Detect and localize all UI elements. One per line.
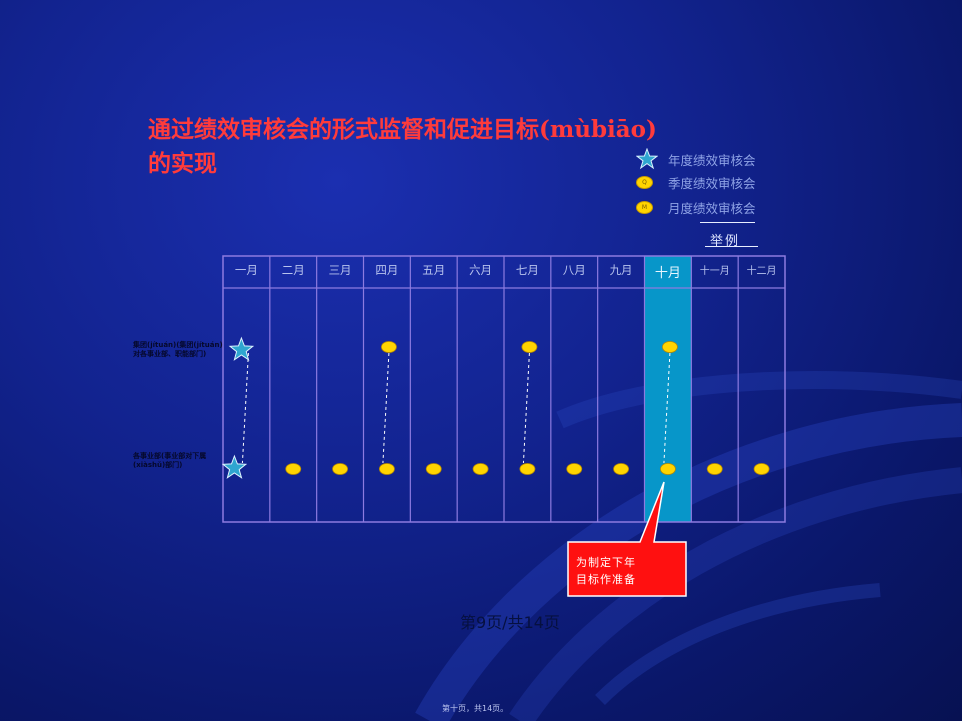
month-label: 八月 (562, 263, 586, 277)
legend-annual-label: 年度绩效审核会 (668, 152, 756, 168)
legend-quarterly-label: 季度绩效审核会 (668, 175, 756, 191)
month-label: 三月 (328, 263, 352, 277)
star-icon (636, 148, 658, 170)
quarterly-review-marker (379, 463, 395, 475)
callout-line-2: 目标作准备 (576, 573, 636, 586)
monthly-review-marker (332, 463, 348, 475)
callout-box (567, 481, 687, 597)
month-label: 十月 (654, 266, 681, 281)
legend-caption: 举例 (710, 234, 741, 249)
month-label: 二月 (281, 263, 305, 277)
legend-monthly-label: 月度绩效审核会 (668, 200, 756, 216)
title-line-1: 通过绩效审核会的形式监督和促进目标(mùbiāo) (148, 116, 657, 143)
connector-line (663, 352, 671, 464)
callout-text: 为制定下年 目标作准备 (576, 554, 666, 588)
month-label: 十一月 (699, 266, 730, 277)
monthly-review-marker (285, 463, 302, 475)
connector-line (241, 352, 249, 464)
title-line-2: 的实现 (148, 150, 217, 177)
month-label: 四月 (375, 263, 399, 277)
quarterly-review-marker (660, 463, 676, 475)
quarterly-marker-icon: Q (636, 175, 653, 189)
month-label: 九月 (609, 263, 633, 277)
legend-quarterly: Q 季度绩效审核会 (636, 171, 756, 193)
quarterly-review-marker (519, 463, 536, 475)
legend-monthly: M 月度绩效审核会 (636, 196, 756, 218)
monthly-review-marker (472, 463, 489, 475)
quarterly-review-marker (662, 341, 678, 353)
legend-divider (700, 222, 755, 223)
quarterly-review-marker (521, 341, 538, 353)
month-label: 一月 (234, 263, 258, 277)
row-label-group: 集团(jítuán)(集团(jítuán)对各事业部、职能部门) (133, 341, 223, 358)
row-label-division: 各事业部(事业部对下属(xiàshǔ)部门) (133, 452, 207, 469)
quarterly-review-marker (381, 341, 397, 353)
slide-title: 通过绩效审核会的形式监督和促进目标(mùbiāo) 的实现 (148, 113, 788, 181)
annual-review-star (228, 336, 255, 361)
connector-line (382, 352, 390, 464)
monthly-review-marker (566, 463, 583, 475)
connector-line (522, 352, 530, 464)
footer-text: 第十页，共14页。 (442, 704, 509, 713)
legend-caption-underline (705, 246, 758, 247)
month-label: 五月 (422, 263, 446, 277)
monthly-review-marker (753, 463, 770, 475)
month-label: 十二月 (746, 266, 777, 277)
month-label: 六月 (469, 263, 493, 277)
timeline-grid (222, 255, 786, 523)
page-indicator: 第9页/共14页 (460, 613, 560, 632)
annual-review-star (222, 454, 248, 479)
legend-annual: 年度绩效审核会 (636, 148, 756, 170)
callout-line-1: 为制定下年 (576, 556, 636, 569)
month-label: 七月 (515, 263, 539, 277)
monthly-review-marker (425, 463, 442, 475)
monthly-marker-icon: M (636, 200, 653, 214)
monthly-review-marker (613, 463, 629, 475)
monthly-review-marker (706, 463, 723, 475)
